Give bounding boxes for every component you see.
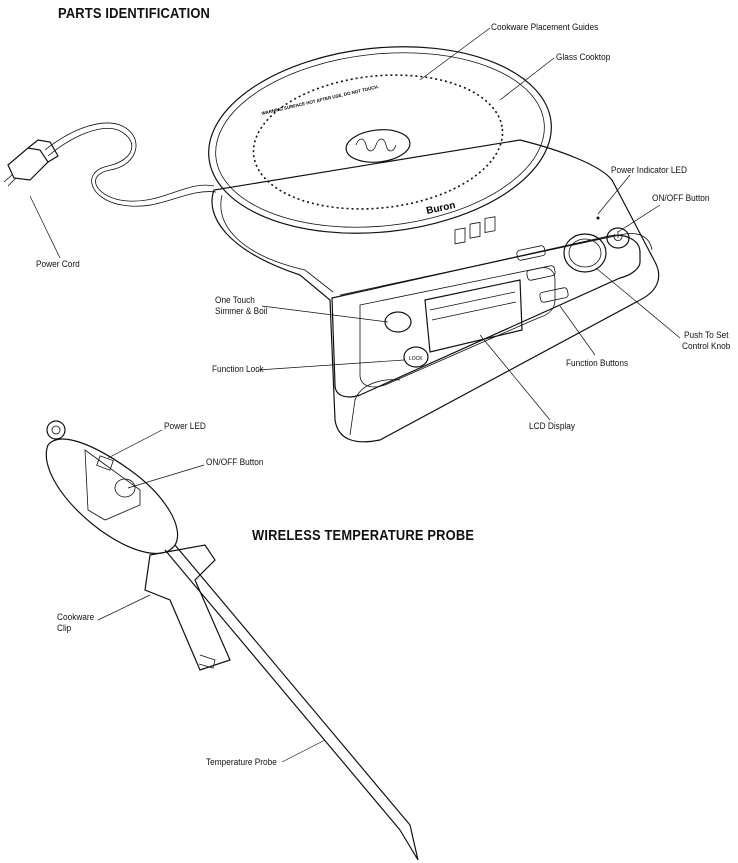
label-probe-power-led: Power LED bbox=[164, 421, 206, 431]
probe-illustration bbox=[45, 420, 419, 861]
label-onoff-button: ON/OFF Button bbox=[652, 193, 710, 203]
label-cookware-clip-line1: Cookware bbox=[57, 612, 95, 622]
label-push-to-set-line1: Push To Set bbox=[684, 330, 729, 340]
wireless-probe-heading: WIRELESS TEMPERATURE PROBE bbox=[252, 527, 475, 544]
label-power-indicator-led: Power Indicator LED bbox=[611, 165, 687, 175]
label-one-touch-line1: One Touch bbox=[215, 295, 255, 305]
label-cookware-clip-line2: Clip bbox=[57, 623, 72, 633]
warning-text: WARNING SURFACE HOT AFTER USE. DO NOT TO… bbox=[261, 84, 379, 116]
lock-button-text: LOCK bbox=[409, 356, 423, 362]
label-glass-cooktop: Glass Cooktop bbox=[556, 52, 611, 62]
label-lcd-display: LCD Display bbox=[529, 421, 576, 431]
label-probe-onoff-button: ON/OFF Button bbox=[206, 457, 264, 467]
label-one-touch-line2: Simmer & Boil bbox=[215, 306, 268, 316]
cooktop-illustration: LOCK Buron WARNING SURFACE HOT AFTER USE… bbox=[208, 46, 660, 443]
brand-logo-text: Buron bbox=[425, 200, 456, 217]
leader-lines bbox=[29, 27, 681, 763]
label-push-to-set-line2: Control Knob bbox=[682, 341, 731, 351]
label-cookware-placement-guides: Cookware Placement Guides bbox=[491, 22, 599, 32]
label-function-lock: Function Lock bbox=[212, 364, 264, 374]
label-power-cord: Power Cord bbox=[36, 259, 80, 269]
parts-identification-heading: PARTS IDENTIFICATION bbox=[58, 5, 211, 22]
label-temperature-probe: Temperature Probe bbox=[206, 757, 277, 767]
label-function-buttons: Function Buttons bbox=[566, 358, 629, 368]
power-cord-illustration bbox=[3, 122, 217, 207]
